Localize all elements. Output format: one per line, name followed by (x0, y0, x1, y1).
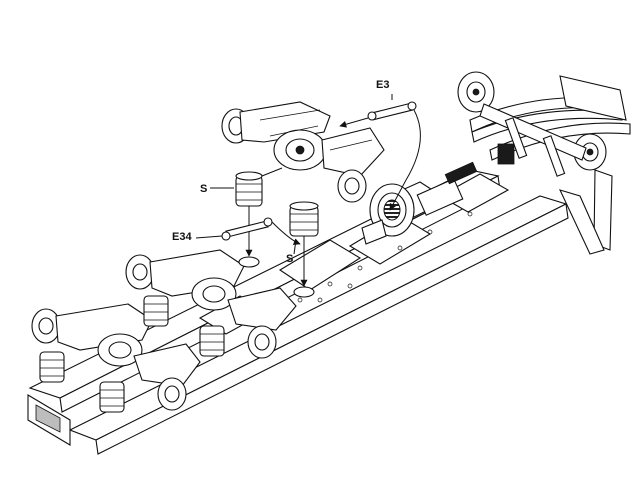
air-spring-upper (235, 167, 283, 257)
front-suspension (457, 71, 631, 255)
driveshaft-e3 (339, 94, 421, 211)
rear-axle-1 (125, 249, 297, 359)
callout-s-air-spring-lower: S (286, 253, 293, 265)
callout-s-air-spring: S (200, 183, 207, 195)
driveshaft-e34 (195, 217, 301, 245)
rear-axle-2 (31, 303, 201, 411)
air-spring-mounted-2 (199, 325, 225, 357)
callout-e3: E3 (376, 79, 389, 91)
air-spring-lower (289, 201, 319, 287)
exploded-axle-assembly (221, 101, 385, 203)
mounted-air-springs (39, 295, 225, 413)
air-spring-mounted-4 (99, 381, 125, 413)
air-spring-mounted-1 (143, 295, 169, 327)
air-spring-mounted-3 (39, 351, 65, 383)
callout-s-lower-leader (293, 239, 297, 255)
mounting-pads (238, 256, 315, 298)
callout-e34: E34 (172, 231, 192, 243)
